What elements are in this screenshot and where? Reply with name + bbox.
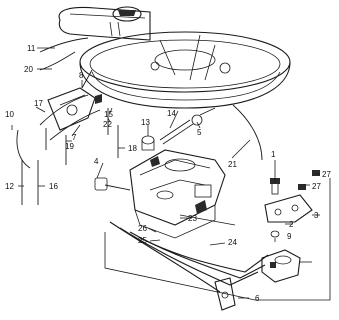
callout-14: 14 [167,109,176,118]
callout-4: 4 [94,157,99,166]
callout-15: 15 [104,110,113,119]
callout-6: 6 [255,294,260,303]
callout-20: 20 [24,65,33,74]
callout-10: 10 [5,110,14,119]
callout-1: 1 [271,150,276,159]
vacuum-actuator [214,249,312,311]
callout-27-bracket: 27 [312,182,321,191]
callout-22: 22 [103,120,112,129]
callout-2: 2 [289,220,294,229]
callout-9: 9 [287,232,292,241]
vacuum-hoses [16,37,269,293]
bracket-assembly [264,170,320,242]
callout-19: 19 [65,142,74,151]
callout-labels: 1 2 3 4 5 6 7 8 9 10 11 12 13 14 15 16 1… [5,44,331,303]
callout-12: 12 [5,182,14,191]
callout-27-top: 27 [322,170,331,179]
leader-lines [11,47,320,299]
group-outline [104,160,331,301]
callout-13: 13 [141,118,150,127]
valve-assembly [47,87,102,131]
callout-7: 7 [72,133,77,142]
callout-3: 3 [314,211,319,220]
callout-11: 11 [27,44,36,53]
callout-5: 5 [197,128,202,137]
callout-21: 21 [228,160,237,169]
callout-25: 25 [138,236,147,245]
air-cleaner-housing [58,6,291,109]
callout-23: 23 [188,214,197,223]
callout-24: 24 [228,238,237,247]
callout-18: 18 [128,144,137,153]
callout-16: 16 [49,182,58,191]
callout-26: 26 [138,224,147,233]
callout-8: 8 [79,71,84,80]
callout-17: 17 [34,99,43,108]
carburetor [129,149,226,239]
small-fittings [141,107,216,151]
